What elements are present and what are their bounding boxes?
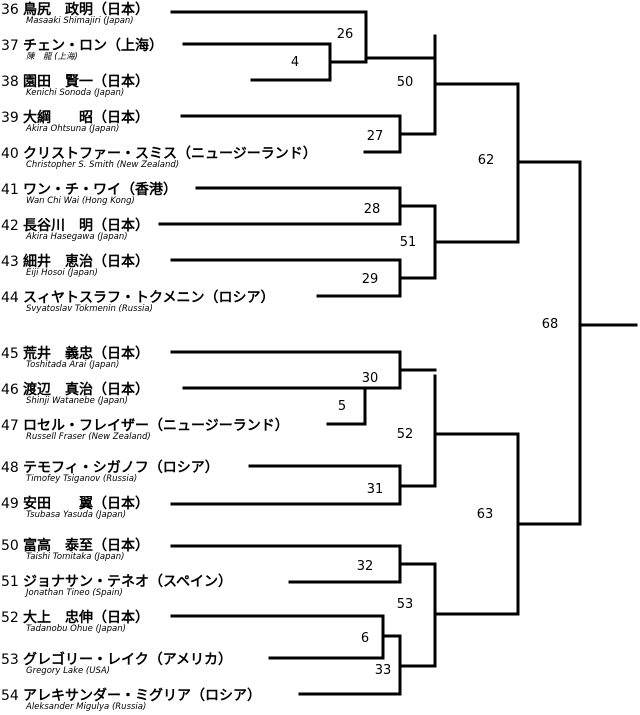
match-number: 31	[366, 482, 384, 497]
match-number: 53	[396, 597, 414, 612]
match-number: 63	[476, 507, 494, 522]
player-name: 大綱 昭（日本）	[23, 110, 149, 126]
player-name: グレゴリー・レイク（アメリカ）	[23, 652, 233, 668]
player-romanized-name: Timofey Tsiganov (Russia)	[26, 474, 138, 484]
match-number: 50	[396, 75, 414, 90]
player-romanized-name: Aleksander Migulya (Russia)	[26, 702, 147, 712]
player-seed-number: 52	[1, 610, 19, 626]
player-romanized-name: Russell Fraser (New Zealand)	[26, 432, 151, 442]
player-romanized-name: Jonathan Tineo (Spain)	[26, 588, 123, 598]
player-name: ジョナサン・テネオ（スペイン）	[23, 574, 233, 590]
player-seed-number: 49	[1, 496, 19, 512]
player-name: アレキサンダー・ミグリア（ロシア）	[23, 688, 261, 704]
player-name: 園田 賢一（日本）	[23, 74, 149, 90]
player-romanized-name: Kenichi Sonoda (Japan)	[26, 88, 125, 98]
player-name: クリストファー・スミス（ニュージーランド）	[23, 146, 317, 162]
player-romanized-name: Taishi Tomitaka (Japan)	[26, 552, 125, 562]
player-romanized-name: Masaaki Shimajiri (Japan)	[26, 16, 134, 26]
player-name: 細井 恵治（日本）	[23, 254, 149, 270]
player-romanized-name: Wan Chi Wai (Hong Kong)	[26, 196, 135, 206]
player-seed-number: 37	[1, 38, 19, 54]
player-romanized-name: Shinji Watanebe (Japan)	[26, 396, 128, 406]
bracket-line	[182, 42, 332, 82]
match-number: 26	[336, 27, 354, 42]
player-romanized-name: Akira Hasegawa (Japan)	[26, 232, 128, 242]
match-number: 5	[337, 399, 347, 414]
bracket-line	[182, 386, 367, 426]
player-seed-number: 44	[1, 290, 19, 306]
player-seed-number: 54	[1, 688, 19, 704]
player-name: ワン・チ・ワイ（香港）	[23, 182, 177, 198]
player-seed-number: 43	[1, 254, 19, 270]
player-name: 長谷川 明（日本）	[23, 218, 149, 234]
player-name: ロセル・フレイザー（ニュージーランド）	[23, 418, 289, 434]
player-seed-number: 42	[1, 218, 19, 234]
player-name: 富高 泰至（日本）	[23, 538, 149, 554]
match-number: 68	[541, 317, 559, 332]
match-number: 27	[366, 129, 384, 144]
match-number: 6	[360, 631, 370, 646]
player-name: 安田 翼（日本）	[23, 496, 149, 512]
player-seed-number: 51	[1, 574, 19, 590]
player-romanized-name: Christopher S. Smith (New Zealand)	[26, 160, 180, 170]
player-romanized-name: Svyatoslav Tokmenin (Russia)	[26, 304, 153, 314]
match-number: 28	[363, 202, 381, 217]
player-seed-number: 36	[1, 2, 19, 18]
player-seed-number: 50	[1, 538, 19, 554]
match-number: 33	[374, 663, 392, 678]
player-seed-number: 48	[1, 460, 19, 476]
player-seed-number: 40	[1, 146, 19, 162]
player-romanized-name: Tadanobu Ohue (Japan)	[26, 624, 126, 634]
player-romanized-name: Akira Ohtsuna (Japan)	[26, 124, 120, 134]
player-seed-number: 47	[1, 418, 19, 434]
player-romanized-name: Gregory Lake (USA)	[26, 666, 110, 676]
player-name: 荒井 義忠（日本）	[23, 346, 149, 362]
player-name: テモフィ・シガノフ（ロシア）	[23, 460, 219, 476]
player-romanized-name: Eiji Hosoi (Japan)	[26, 268, 98, 278]
match-number: 32	[356, 559, 374, 574]
player-seed-number: 41	[1, 182, 19, 198]
player-seed-number: 45	[1, 346, 19, 362]
player-name: チェン・ロン（上海）	[23, 38, 163, 54]
player-name: スィヤトスラフ・トクメニン（ロシア）	[23, 290, 275, 306]
player-name: 鳥尻 政明（日本）	[23, 2, 149, 18]
player-romanized-name: 陳 龍 (上海)	[26, 52, 78, 62]
player-name: 大上 忠伸（日本）	[23, 610, 149, 626]
player-name: 渡辺 真治（日本）	[23, 382, 149, 398]
match-number: 62	[477, 153, 495, 168]
player-seed-number: 39	[1, 110, 19, 126]
player-seed-number: 46	[1, 382, 19, 398]
player-romanized-name: Toshitada Arai (Japan)	[26, 360, 120, 370]
player-romanized-name: Tsubasa Yasuda (Japan)	[26, 510, 127, 520]
match-number: 30	[361, 371, 379, 386]
match-number: 52	[396, 427, 414, 442]
match-number: 29	[361, 272, 379, 287]
match-number: 4	[290, 55, 300, 70]
player-seed-number: 38	[1, 74, 19, 90]
match-number: 51	[399, 235, 417, 250]
bracket-line	[170, 10, 437, 60]
player-seed-number: 53	[1, 652, 19, 668]
